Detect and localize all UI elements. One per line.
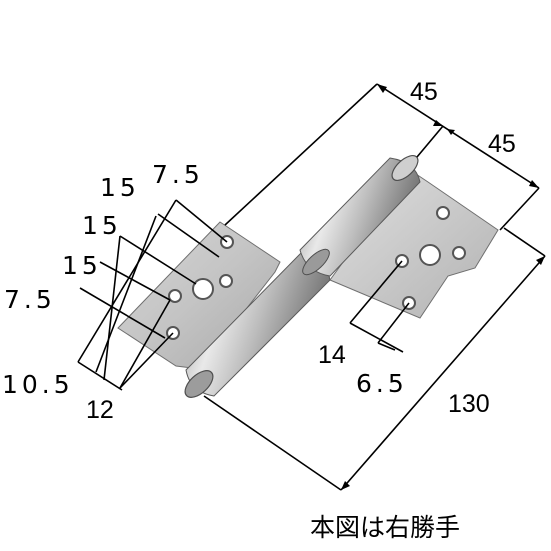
center-hole: [419, 244, 441, 266]
dim-label-45-upper: 45: [410, 78, 438, 106]
screw-hole: [452, 246, 466, 260]
screw-hole: [436, 206, 450, 220]
knuckle-joint: [302, 248, 330, 276]
dim-label-15-third: 15: [62, 251, 102, 280]
dim-label-6-5: 6.5: [356, 369, 408, 398]
dim-label-7-5-left: 7.5: [4, 285, 56, 314]
dim-label-7-5-top: 7.5: [152, 160, 204, 189]
barrel-top-cap: [391, 155, 419, 181]
dim-label-15-top: 15: [100, 173, 140, 202]
barrel-bottom-cap: [184, 370, 214, 398]
orientation-caption: 本図は右勝手: [310, 513, 460, 542]
dim-label-45-lower: 45: [488, 130, 516, 158]
left-leaf-holes: [166, 235, 234, 340]
center-hole: [192, 278, 214, 300]
dim-label-10-5: 10.5: [2, 370, 74, 399]
right-leaf-holes: [395, 206, 466, 310]
dim-label-14: 14: [318, 341, 346, 369]
dim-label-12: 12: [86, 396, 114, 424]
dimension-lines: [77, 83, 546, 491]
screw-hole: [219, 274, 233, 288]
dim-label-130: 130: [448, 390, 490, 418]
screw-hole: [168, 289, 182, 303]
dim-label-15-second: 15: [82, 211, 122, 240]
